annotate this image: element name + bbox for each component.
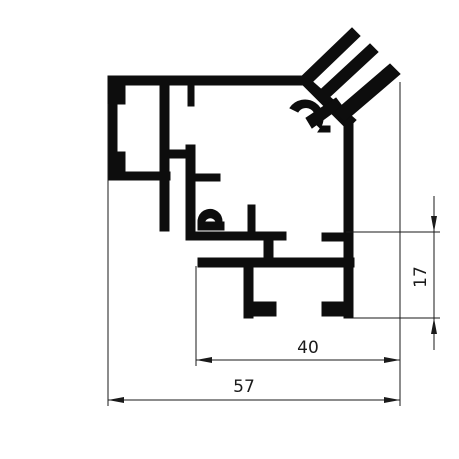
arrow-40-left [196,357,212,363]
bottom-web [197,257,355,268]
diagonal-fin-3 [333,63,401,123]
dim-label-57: 57 [233,377,255,397]
arrow-57-right [384,397,400,403]
diagonal-fin-2 [315,43,379,103]
arrow-17-top [431,216,437,232]
bottom-left-leg [243,261,254,319]
top-wall [107,75,307,86]
bottom-left-foot [243,301,277,317]
diagonal-fin-1 [299,27,361,87]
second-web-fin [193,173,221,182]
profile-cross-section [107,27,401,319]
arrow-57-left [108,397,124,403]
dim-label-40: 40 [297,338,319,358]
dimension-lines [107,82,440,406]
bottom-right-foot [321,301,354,317]
left-upper-notch [107,83,126,105]
arrow-40-right [384,357,400,363]
right-inner-fin [321,232,347,242]
dim-label-17: 17 [411,266,431,288]
screw-boss-left-base [197,221,225,231]
screw-boss-hook [317,125,331,133]
top-stub [187,83,195,107]
lower-web [185,231,287,241]
second-web [185,144,196,241]
right-outer-wall [343,117,354,319]
lower-stub [247,204,256,234]
arrow-17-bottom [431,318,437,334]
